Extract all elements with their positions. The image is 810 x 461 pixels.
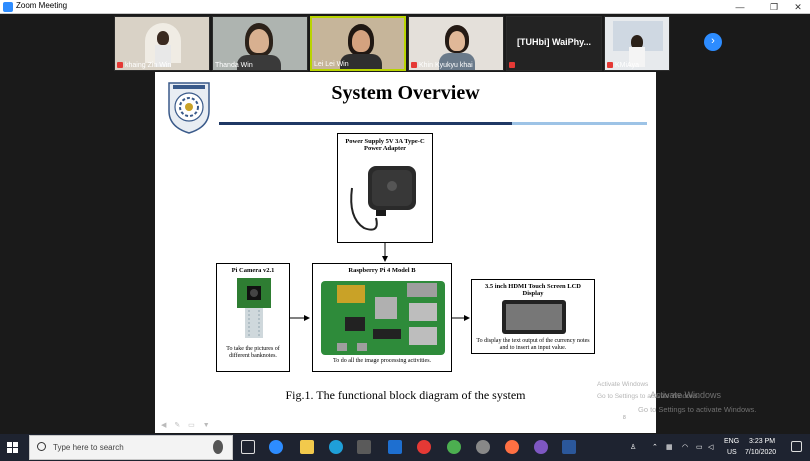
opera-icon[interactable] <box>417 440 431 454</box>
title-rule-accent <box>512 122 647 125</box>
power-supply-title: Power Supply 5V 3A Type-C Power Adapter <box>345 138 425 152</box>
raspberry-pi-image <box>321 281 445 355</box>
lcd-display-description: To display the text output of the curren… <box>476 338 590 351</box>
volume-icon[interactable]: ◁ <box>708 444 714 451</box>
clock[interactable]: 3:23 PM 7/10/2020 <box>745 438 777 456</box>
raspberry-pi-block: Raspberry Pi 4 Model B To do all the ima… <box>312 263 452 372</box>
pi-camera-block: Pi Camera v2.1 To take the pictures of d… <box>216 263 290 372</box>
activate-windows-hint: Go to Settings to activate Windows. <box>638 405 757 414</box>
participant-name: khaing Zin Win <box>117 62 171 69</box>
next-page-button[interactable]: › <box>704 33 722 51</box>
participant-name <box>509 62 517 69</box>
slide-page-number: 8 <box>623 415 626 421</box>
microphone-icon[interactable] <box>213 440 223 454</box>
taskbar-search[interactable]: Type here to search <box>29 435 233 460</box>
wifi-icon[interactable]: ◠ <box>682 444 689 451</box>
muted-mic-icon <box>607 62 613 68</box>
paint-icon[interactable] <box>476 440 490 454</box>
muted-mic-icon <box>117 62 123 68</box>
raspberry-pi-description: To do all the image processing activitie… <box>332 358 432 364</box>
notifications-icon[interactable] <box>791 441 802 452</box>
zoom-taskbar-icon[interactable] <box>269 440 283 454</box>
start-button[interactable] <box>7 442 18 453</box>
participant-name: KMiAya <box>607 62 639 69</box>
pi-camera-description: To take the pictures of different bankno… <box>226 346 280 359</box>
participant-label-large: [TUHbi] WaiPhy... <box>516 37 592 47</box>
pi-camera-image <box>237 278 271 338</box>
participant-name: Khin Kyukyu khai <box>411 62 473 69</box>
viber-icon[interactable] <box>534 440 548 454</box>
network-icon[interactable]: ▦ <box>666 444 673 451</box>
slide-title: System Overview <box>331 82 480 104</box>
mail-icon[interactable] <box>388 440 402 454</box>
participant-tile[interactable]: Khin Kyukyu khai <box>408 16 504 71</box>
store-icon[interactable] <box>357 440 371 454</box>
word-icon[interactable] <box>562 440 576 454</box>
raspberry-pi-title: Raspberry Pi 4 Model B <box>348 267 416 274</box>
university-logo <box>168 82 210 134</box>
zoom-app-icon <box>3 2 13 12</box>
windows-taskbar: Type here to search <box>0 434 810 461</box>
lcd-display-title: 3.5 inch HDMI Touch Screen LCD Display <box>485 283 581 297</box>
maximize-button[interactable]: ❐ <box>769 2 779 12</box>
system-tray: ♙ ⌃ ▦ ◠ ▭ ◁ <box>630 434 720 461</box>
firefox-icon[interactable] <box>505 440 519 454</box>
figure-caption: Fig.1. The functional block diagram of t… <box>285 388 526 402</box>
participant-tile[interactable]: khaing Zin Win <box>114 16 210 71</box>
activate-windows-watermark-faint: Activate Windows <box>597 381 649 388</box>
title-bar: Zoom Meeting — ❐ ✕ <box>0 0 810 14</box>
participant-tile[interactable]: KMiAya <box>604 16 670 71</box>
diagram-arrows <box>290 243 470 321</box>
people-icon[interactable]: ♙ <box>630 444 637 451</box>
muted-mic-icon <box>411 62 417 68</box>
participant-name: Lei Lei Win <box>314 61 349 68</box>
activate-windows-watermark: Activate Windows <box>650 390 722 400</box>
slide-annotation-tools[interactable]: ◀ ✎ ▭ ▼ <box>161 422 213 429</box>
lcd-display-image <box>502 300 566 334</box>
power-supply-block: Power Supply 5V 3A Type-C Power Adapter <box>337 133 433 243</box>
title-rule <box>219 122 647 125</box>
shared-slide: System Overview Power Supply 5V 3A Type-… <box>155 72 656 433</box>
lcd-display-block: 3.5 inch HDMI Touch Screen LCD Display T… <box>471 279 595 354</box>
search-placeholder: Type here to search <box>53 443 124 452</box>
participant-tile[interactable]: Thanda Win <box>212 16 308 71</box>
muted-mic-icon <box>509 62 515 68</box>
close-button[interactable]: ✕ <box>794 2 802 12</box>
participant-tile[interactable]: [TUHbi] WaiPhy... <box>506 16 602 71</box>
minimize-button[interactable]: — <box>735 2 745 12</box>
activate-windows-hint-faint: Go to Settings to activate Windows. <box>597 393 700 400</box>
power-adapter-image <box>350 166 416 231</box>
search-icon <box>37 442 46 451</box>
participant-gallery: khaing Zin Win Thanda Win Lei Lei Win Kh… <box>0 15 810 72</box>
pi-camera-title: Pi Camera v2.1 <box>231 267 275 274</box>
chevron-up-icon[interactable]: ⌃ <box>652 444 658 451</box>
chrome-icon[interactable] <box>447 440 461 454</box>
language-indicator[interactable]: ENG US <box>724 438 740 456</box>
participant-name: Thanda Win <box>215 62 253 69</box>
participant-tile-active-speaker[interactable]: Lei Lei Win <box>310 16 406 71</box>
window-title: Zoom Meeting <box>16 1 68 10</box>
edge-browser-icon[interactable] <box>329 440 343 454</box>
file-explorer-icon[interactable] <box>300 440 314 454</box>
task-view-icon[interactable] <box>241 440 255 454</box>
battery-icon[interactable]: ▭ <box>696 444 703 451</box>
